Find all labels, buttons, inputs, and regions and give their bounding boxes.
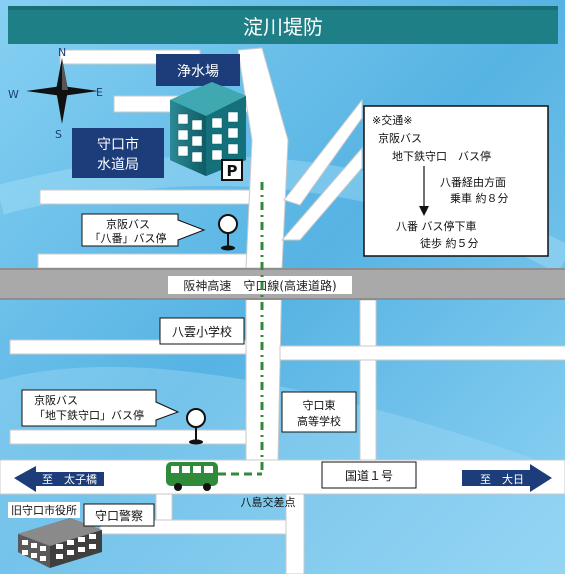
road-network xyxy=(0,47,565,574)
intersection-label: 八島交差点 xyxy=(241,495,296,509)
arrow-to-taishibashi: 至 太子橋 xyxy=(14,466,104,492)
expressway-label-bg xyxy=(168,276,352,294)
expressway-label: 阪神高速 守口線(高速道路) xyxy=(183,278,336,293)
svg-text:「八番」バス停: 「八番」バス停 xyxy=(90,231,167,245)
road-diag-ne-2 xyxy=(283,98,363,206)
walking-route xyxy=(218,178,264,476)
compass-east: E xyxy=(96,86,103,99)
moriguchi-high-label: 守口東 高等学校 xyxy=(281,391,357,433)
svg-text:水道局: 水道局 xyxy=(97,157,139,173)
transit-line3: 八番経由方面 xyxy=(440,175,506,189)
svg-text:「地下鉄守口」バス停: 「地下鉄守口」バス停 xyxy=(34,408,144,422)
road-upper-4 xyxy=(37,253,254,269)
road-diag-ne xyxy=(280,146,363,241)
road-left-h2 xyxy=(9,429,247,445)
top-banner-text: 淀川堤防 xyxy=(243,15,323,39)
road-right-vert xyxy=(359,299,377,461)
transit-line6: 徒歩 約５分 xyxy=(420,236,479,250)
svg-text:守口警察: 守口警察 xyxy=(95,508,143,523)
arrow-to-osaka: 至 大日 xyxy=(462,464,552,492)
svg-text:高等学校: 高等学校 xyxy=(297,414,341,428)
water-bureau-building-icon xyxy=(170,82,246,176)
svg-text:浄水場: 浄水場 xyxy=(177,64,219,80)
water-plant-label: 浄水場 xyxy=(156,54,240,86)
subway-bus-stop-icon xyxy=(186,408,206,445)
yaban-bus-stop-icon xyxy=(218,214,238,251)
transit-line5: 八番 バス停下車 xyxy=(396,219,477,233)
compass-west: W xyxy=(8,88,19,101)
svg-text:守口東: 守口東 xyxy=(303,398,336,412)
transit-info-box: ※交通※ 京阪バス 地下鉄守口 バス停 八番経由方面 乗車 約８分 八番 バス停… xyxy=(363,105,549,257)
transit-line1: 京阪バス xyxy=(378,131,422,145)
svg-text:守口市: 守口市 xyxy=(97,136,139,153)
svg-text:至 太子橋: 至 太子橋 xyxy=(42,472,97,486)
compass: N S E W xyxy=(8,46,103,141)
svg-text:京阪バス: 京阪バス xyxy=(34,393,78,407)
transit-line4: 乗車 約８分 xyxy=(450,191,509,205)
svg-text:旧守口市役所: 旧守口市役所 xyxy=(11,503,77,517)
svg-text:八雲小学校: 八雲小学校 xyxy=(172,324,232,339)
yakumo-school-label: 八雲小学校 xyxy=(159,317,245,345)
transit-header: ※交通※ xyxy=(372,113,412,127)
compass-needle-horizontal xyxy=(26,86,98,96)
yaban-bus-stop-callout: 京阪バス 「八番」バス停 xyxy=(81,213,206,247)
svg-text:京阪バス: 京阪バス xyxy=(106,217,150,231)
subway-bus-stop-callout: 京阪バス 「地下鉄守口」バス停 xyxy=(21,389,180,427)
water-bureau-label: 守口市 水道局 xyxy=(72,128,164,178)
national-route-label: 国道１号 xyxy=(321,461,417,489)
old-city-hall-building-icon xyxy=(18,518,102,568)
compass-south: S xyxy=(55,128,62,141)
police-label: 守口警察 xyxy=(83,503,155,527)
bus-icon xyxy=(166,462,218,491)
road-upper-3 xyxy=(39,189,251,205)
top-banner: 淀川堤防 xyxy=(8,6,558,44)
road-right-h1 xyxy=(279,345,565,361)
compass-north: N xyxy=(58,46,66,59)
transit-line2: 地下鉄守口 バス停 xyxy=(392,149,491,163)
parking-icon: P xyxy=(221,159,243,181)
svg-text:P: P xyxy=(227,162,238,180)
svg-text:至 大日: 至 大日 xyxy=(480,472,524,486)
expressway: 阪神高速 守口線(高速道路) xyxy=(0,268,565,300)
svg-text:国道１号: 国道１号 xyxy=(345,469,393,483)
old-city-hall-label: 旧守口市役所 xyxy=(8,502,80,518)
